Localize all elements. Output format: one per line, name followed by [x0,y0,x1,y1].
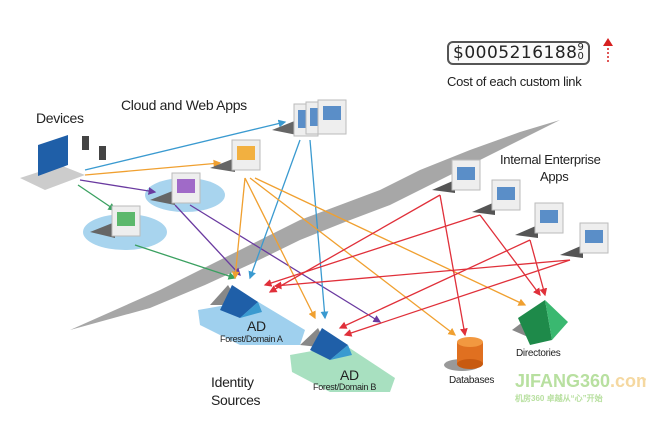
ad-domain-b-icon [300,328,352,360]
internal-app-icon [432,159,481,193]
databases-label: Databases [449,375,495,386]
directory-icon [512,300,568,345]
ad-domain-a-icon [210,285,262,318]
watermark-brand: JIFANG360.com [515,371,646,391]
cost-caption: Cost of each custom link [447,74,582,89]
cost-counter-value: $0005216188 [453,43,578,63]
app-orange-icon [210,139,261,172]
identity-label-line2: Sources [211,392,261,408]
ad-b-label: AD [340,367,359,383]
app-purple-icon [150,172,201,205]
cloud-apps-label: Cloud and Web Apps [121,97,247,113]
domain-a-label: Forest/Domain A [220,334,283,344]
cost-up-arrow-icon [603,38,613,62]
watermark-tagline: 机房360 卓越从“心”开始 [515,394,603,403]
phone-icon [99,146,106,160]
internal-app-icon [560,222,609,258]
laptop-icon [20,135,85,190]
connection-arrows [77,119,571,337]
app-green-icon [90,205,141,238]
app-blue-stack-icon [272,99,347,137]
internal-apps-label-line1: Internal Enterprise [500,152,601,167]
internal-app-icon [515,202,564,238]
directories-label: Directories [516,348,561,359]
network-crack [70,120,560,330]
phone-icon [82,136,89,150]
devices-label: Devices [36,110,84,126]
database-icon [444,337,483,371]
ad-a-label: AD [247,318,266,334]
internal-app-icon [472,179,521,215]
internal-apps-label-line2: Apps [540,169,569,184]
domain-b-label: Forest/Domain B [313,382,377,392]
identity-label-line1: Identity [211,374,254,390]
